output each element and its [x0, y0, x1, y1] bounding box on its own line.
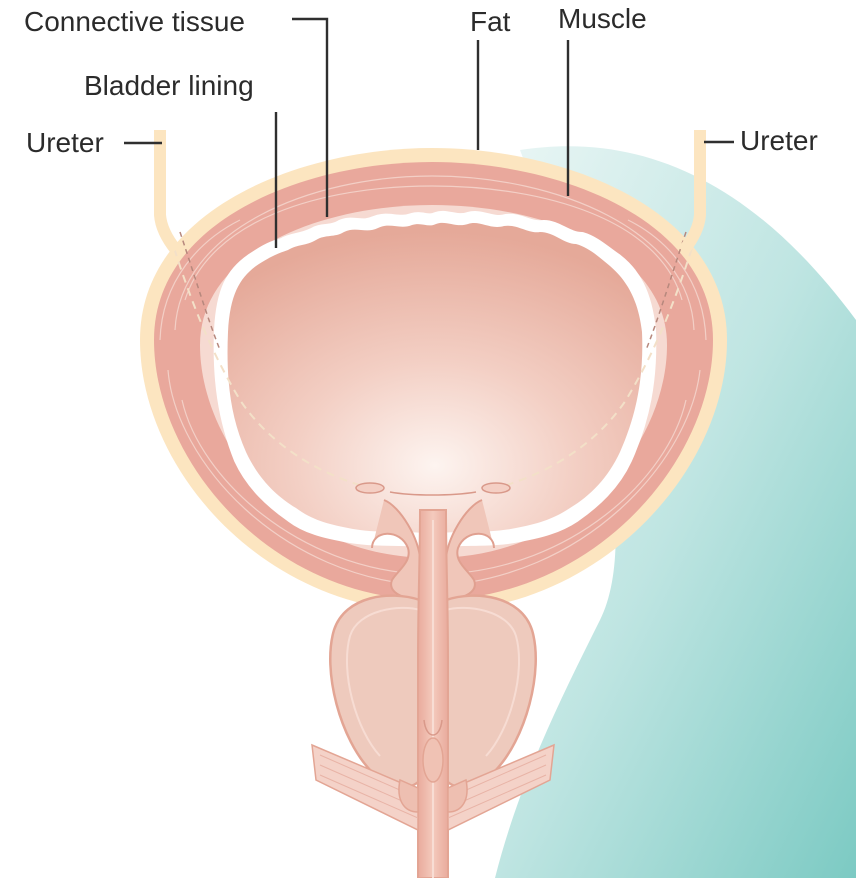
- label-bladder-lining: Bladder lining: [84, 70, 254, 101]
- urethra: [418, 510, 448, 878]
- label-muscle: Muscle: [558, 3, 647, 34]
- label-fat: Fat: [470, 6, 511, 37]
- ureter-left: [160, 130, 176, 250]
- label-connective-tissue: Connective tissue: [24, 6, 245, 37]
- label-ureter-right: Ureter: [740, 125, 818, 156]
- bladder-lumen: [228, 223, 643, 534]
- label-ureter-left: Ureter: [26, 127, 104, 158]
